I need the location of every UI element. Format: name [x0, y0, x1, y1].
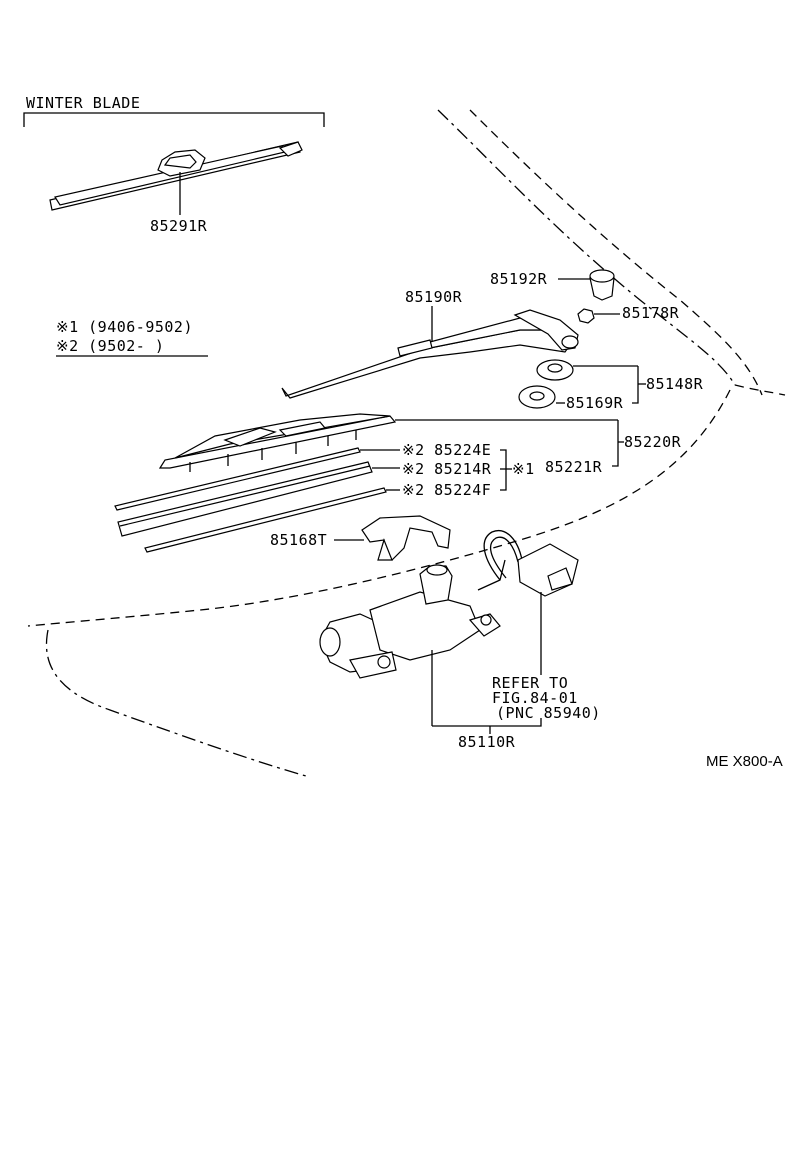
label-mark-1: ※1	[512, 460, 535, 478]
legend-note-2: ※2 (9502- )	[56, 337, 164, 355]
wiper-motor-85110R	[319, 559, 506, 726]
ref-line-3: (PNC 85940)	[496, 704, 601, 722]
cap-85192R	[558, 269, 615, 301]
refill-85224E	[114, 447, 400, 511]
bracket-85220R	[612, 420, 619, 467]
bracket-85148R	[632, 366, 639, 404]
winter-blade-bracket	[23, 112, 325, 127]
label-85220R: 85220R	[624, 433, 682, 451]
label-85224F: ※2 85224F	[402, 481, 491, 499]
bracket-group-1	[500, 449, 507, 491]
label-85190R: 85190R	[405, 288, 463, 306]
label-85148R: 85148R	[646, 375, 704, 393]
label-85291R: 85291R	[150, 217, 208, 235]
nut-85178R	[577, 308, 620, 324]
bracket-85110R	[432, 718, 542, 727]
wiper-arm-85190R	[281, 306, 579, 399]
label-85168T: 85168T	[270, 531, 327, 549]
label-85110R: 85110R	[458, 733, 516, 751]
winter-blade-85291R	[49, 141, 303, 215]
winter-blade-title: WINTER BLADE	[26, 94, 140, 112]
ref-line-2: FIG.84-01	[492, 689, 578, 707]
label-85224E: ※2 85224E	[402, 441, 491, 459]
wiper-blade-85220R	[158, 413, 618, 472]
cover-85168T	[334, 515, 451, 561]
label-85221R: 85221R	[545, 458, 603, 476]
refill-85224F	[144, 487, 400, 553]
rubber-85214R	[117, 461, 400, 537]
motor-connector	[483, 530, 579, 675]
ref-line-1: REFER TO	[492, 674, 568, 692]
vehicle-body-outline	[27, 109, 786, 777]
label-85178R: 85178R	[622, 304, 680, 322]
winter-blade-group: WINTER BLADE 85291R	[23, 94, 325, 235]
seal-85169R	[518, 385, 565, 409]
diagram-code: ME X800-A	[706, 753, 783, 770]
legend-note-1: ※1 (9406-9502)	[56, 318, 193, 336]
label-85214R: ※2 85214R	[402, 460, 492, 478]
label-85192R: 85192R	[490, 270, 548, 288]
grommet-85148R	[536, 359, 638, 381]
legend: ※1 (9406-9502) ※2 (9502- )	[56, 318, 208, 357]
label-85169R: 85169R	[566, 394, 624, 412]
